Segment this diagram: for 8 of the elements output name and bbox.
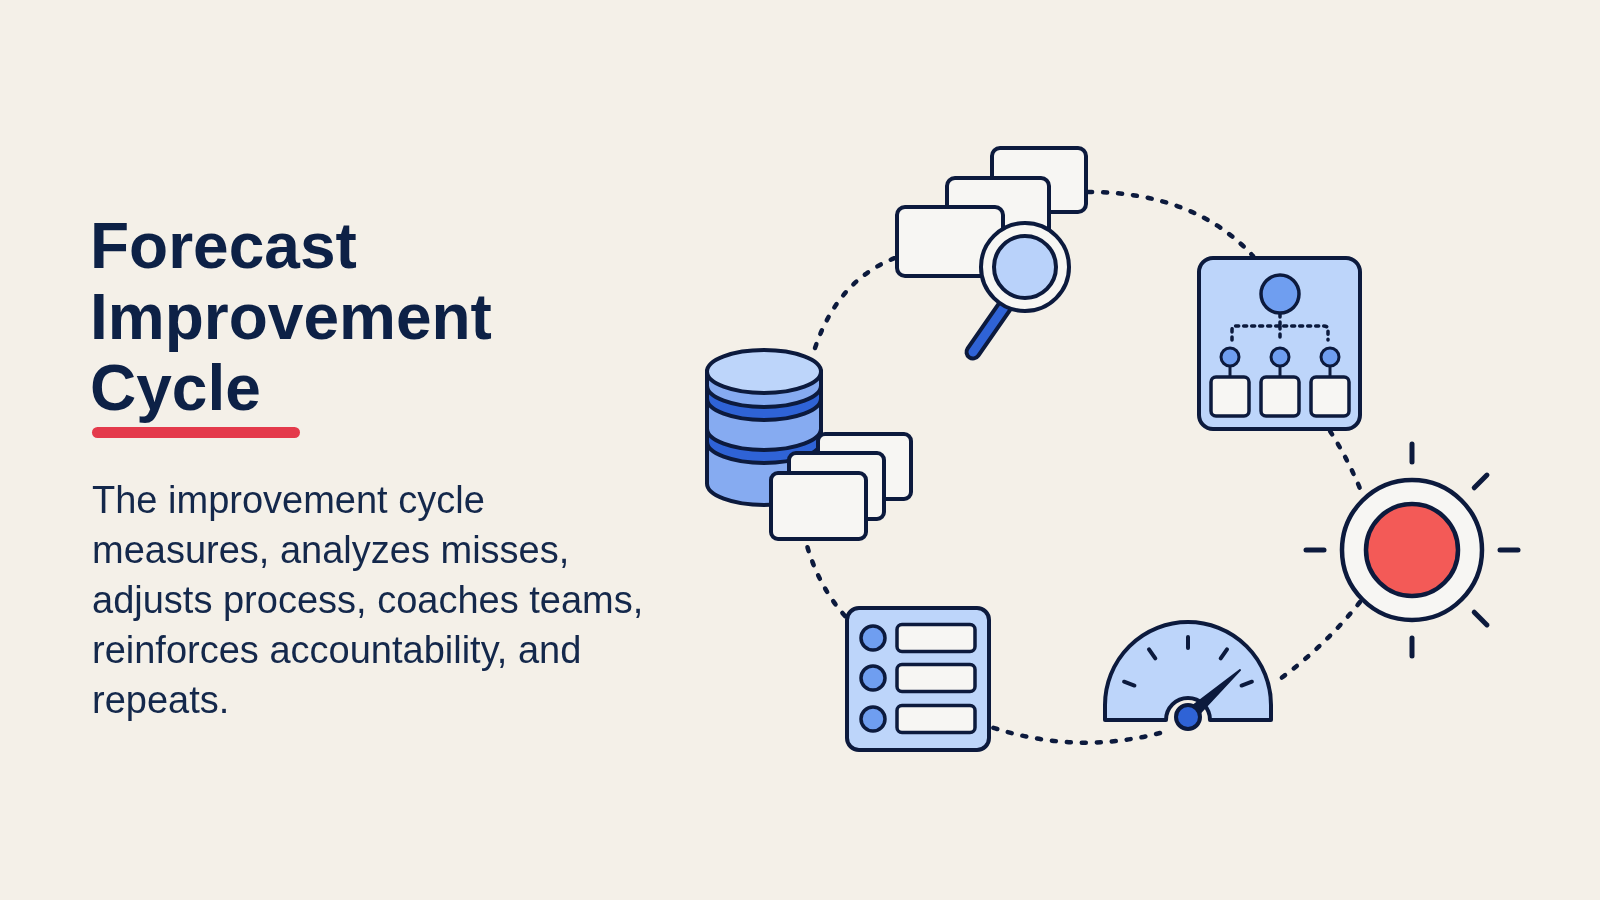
magnifier-documents-icon <box>895 146 1088 362</box>
checklist-icon <box>845 606 991 752</box>
org-chart-icon <box>1197 256 1362 431</box>
slide-title: Forecast Improvement Cycle <box>90 211 493 424</box>
gauge-icon <box>1103 620 1273 733</box>
target-icon <box>1301 440 1521 660</box>
description-text: The improvement cycle measures, analyzes misses, adjusts process, coaches teams, reinforces accountability, and repeats. <box>92 478 645 723</box>
database-documents-icon <box>704 348 913 542</box>
